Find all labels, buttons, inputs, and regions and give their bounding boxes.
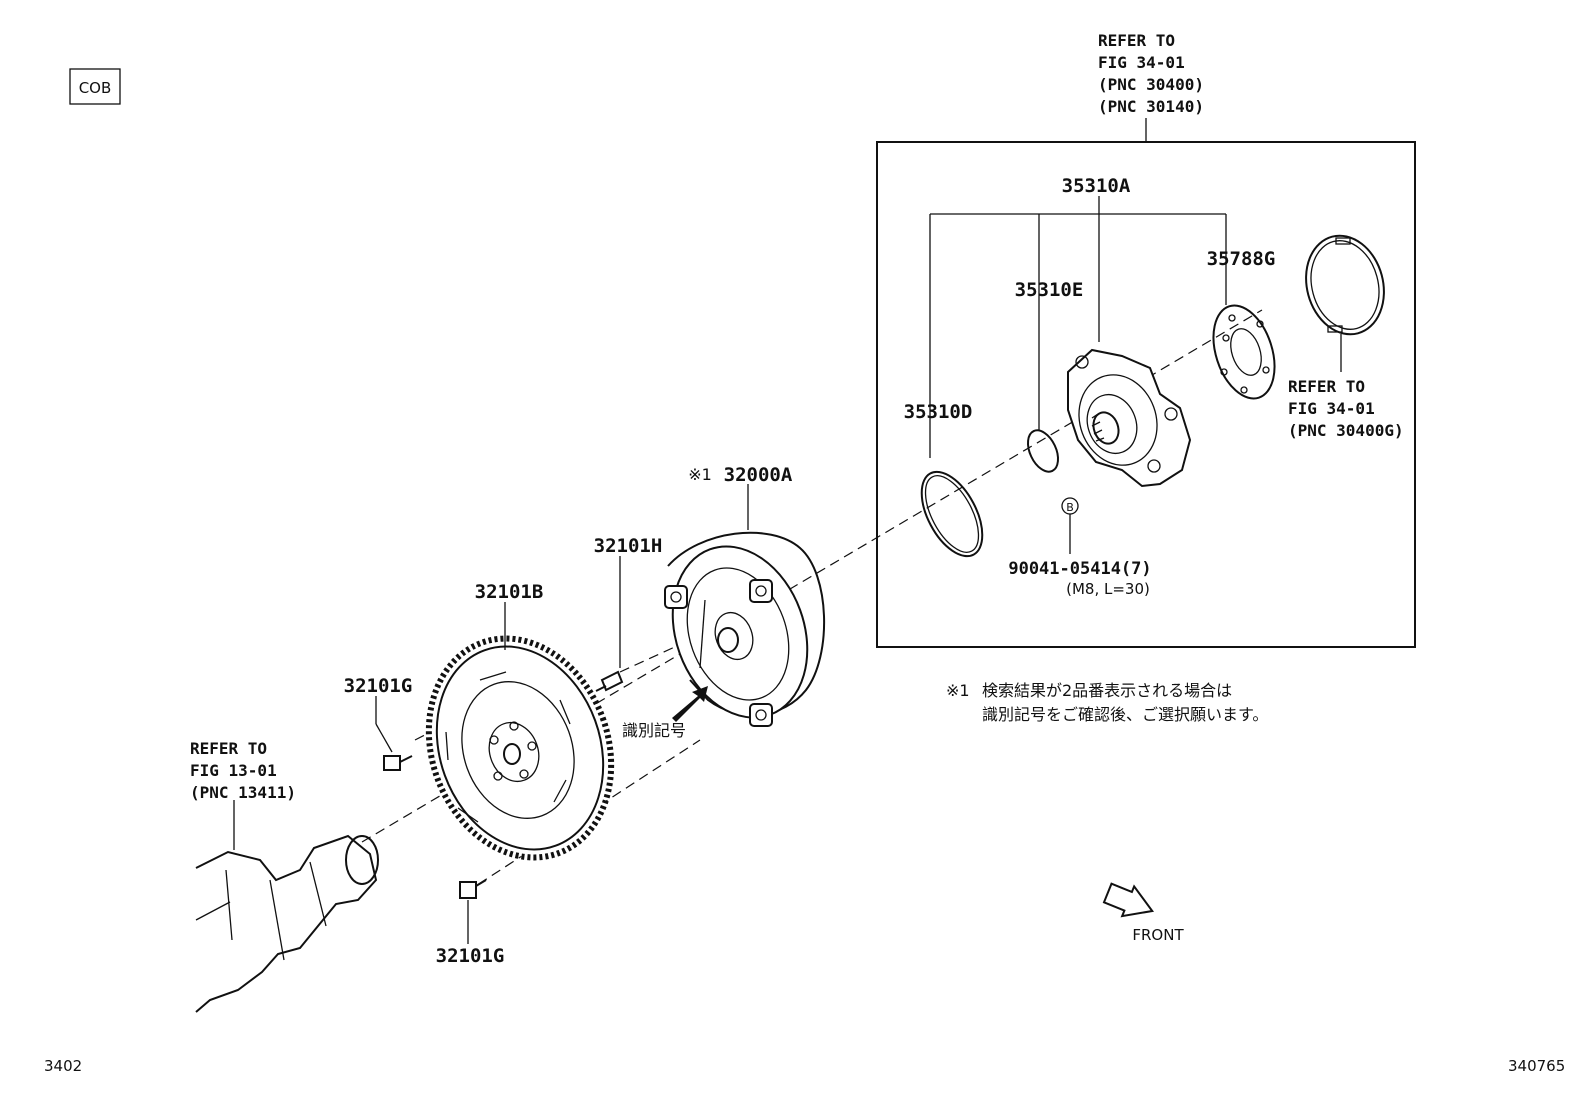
seal-ring-30400G[interactable]	[1295, 227, 1394, 343]
label-35310E: 35310E	[1015, 279, 1084, 301]
oil-pump-body[interactable]	[1067, 348, 1192, 488]
crankshaft[interactable]	[195, 834, 379, 1013]
label-35788G: 35788G	[1207, 248, 1276, 270]
bolt-32101G-upper[interactable]	[383, 755, 413, 771]
label-35310D: 35310D	[904, 401, 973, 423]
gasket-35788G[interactable]	[1203, 298, 1286, 407]
o-ring-35310E[interactable]	[1022, 426, 1064, 477]
svg-text:(PNC 30400G): (PNC 30400G)	[1288, 421, 1404, 440]
bolt-axis-lower	[464, 739, 701, 894]
svg-text:REFER TO: REFER TO	[1098, 31, 1175, 50]
label-32101G-top: 32101G	[344, 675, 413, 697]
o-ring-35310D[interactable]	[909, 462, 995, 566]
id-mark-label: 識別記号	[622, 721, 686, 740]
label-32000A: 32000A	[724, 464, 793, 486]
page-left-id: 3402	[44, 1057, 82, 1075]
bolt-32101H[interactable]	[595, 670, 624, 692]
selection-note: ※1 検索結果が2品番表示される場合は 識別記号をご確認後、ご選択願います。	[946, 681, 1268, 724]
page-right-id: 340765	[1508, 1057, 1565, 1075]
svg-text:FIG 34-01: FIG 34-01	[1098, 53, 1185, 72]
corner-code: COB	[79, 79, 112, 97]
svg-text:識別記号をご確認後、ご選択願います。: 識別記号をご確認後、ご選択願います。	[982, 705, 1268, 724]
label-32101H: 32101H	[594, 535, 663, 557]
svg-text:※1: ※1	[946, 681, 970, 700]
label-32000A-mark: ※1	[688, 465, 712, 484]
reference-top: REFER TO FIG 34-01 (PNC 30400) (PNC 3014…	[1098, 31, 1204, 116]
bracket-35310A	[929, 196, 1227, 458]
drive-plate-32101B[interactable]	[399, 613, 641, 884]
svg-text:FIG 13-01: FIG 13-01	[190, 761, 277, 780]
reference-left: REFER TO FIG 13-01 (PNC 13411)	[190, 739, 296, 802]
svg-text:検索結果が2品番表示される場合は: 検索結果が2品番表示される場合は	[982, 681, 1232, 700]
svg-text:FIG 34-01: FIG 34-01	[1288, 399, 1375, 418]
corner-code-box	[69, 68, 121, 105]
label-32101B: 32101B	[475, 581, 544, 603]
svg-text:(PNC 30400): (PNC 30400)	[1098, 75, 1204, 94]
reference-right: REFER TO FIG 34-01 (PNC 30400G)	[1288, 377, 1404, 440]
svg-text:REFER TO: REFER TO	[190, 739, 267, 758]
bolt-32101G-lower[interactable]	[459, 879, 487, 899]
label-32101G-bottom: 32101G	[436, 945, 505, 967]
oil-pump-group-frame	[876, 141, 1416, 648]
label-90041-05414: 90041-05414(7)	[1008, 559, 1151, 579]
svg-text:(PNC 30140): (PNC 30140)	[1098, 97, 1204, 116]
label-35310A: 35310A	[1062, 175, 1131, 197]
front-label: FRONT	[1132, 926, 1184, 944]
id-mark-arrow	[672, 686, 708, 722]
bolt-mark: B	[1066, 501, 1074, 514]
front-arrow-icon	[1102, 882, 1155, 918]
svg-text:REFER TO: REFER TO	[1288, 377, 1365, 396]
svg-text:(PNC 13411): (PNC 13411)	[190, 783, 296, 802]
torque-converter-32000A[interactable]	[650, 527, 830, 736]
bolt-spec: (M8, L=30)	[1066, 580, 1150, 598]
